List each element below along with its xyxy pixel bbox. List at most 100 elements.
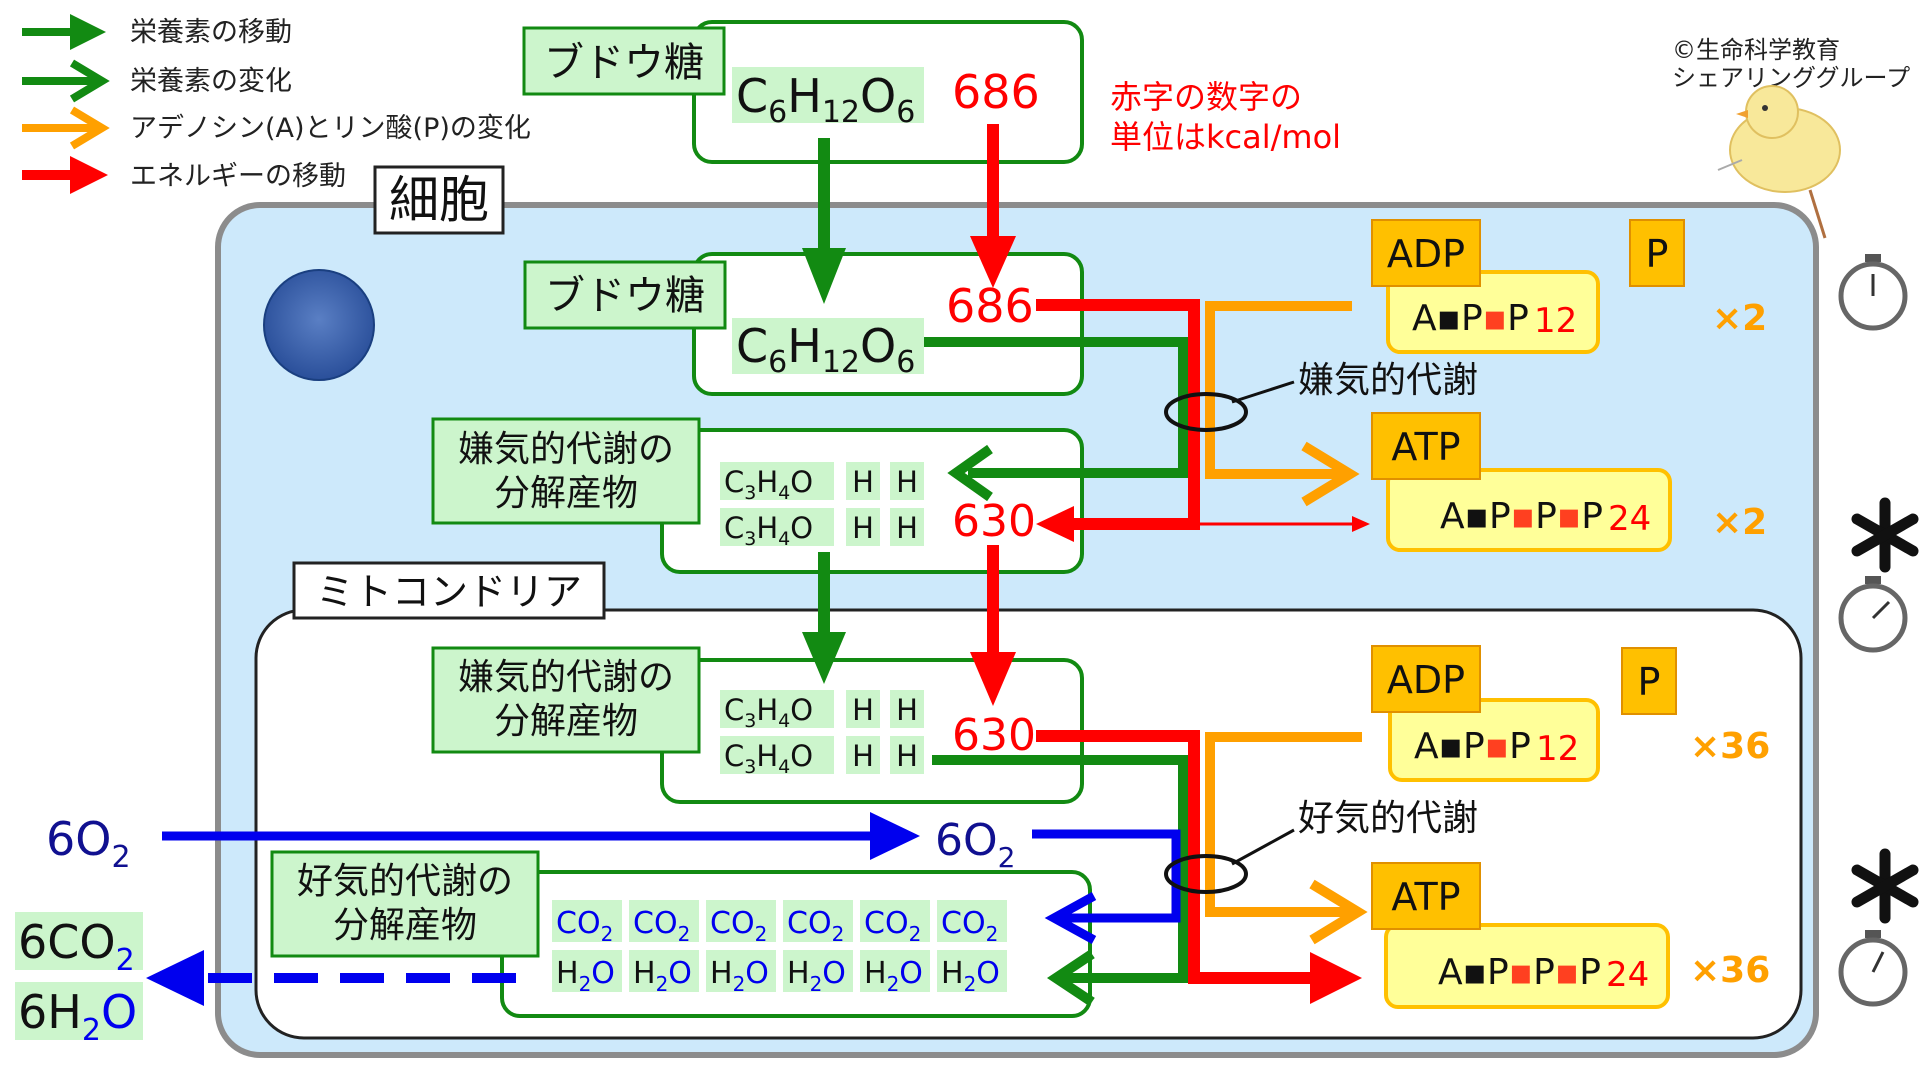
oxygen-inside-label: 6O2 (935, 815, 1015, 874)
nucleus (263, 269, 375, 381)
co2-molecule-bg (783, 900, 853, 942)
aerobic-flow-arrowhead-icon (1046, 949, 1095, 1007)
phosphate-box-anaerobic: P (1629, 219, 1685, 287)
ring-icon (1164, 854, 1248, 894)
atp-box-aerobic: ATP A▪P▪P▪P 24 (1371, 862, 1670, 1009)
h2o-output: 6H2O (15, 982, 143, 1048)
co2-molecule-bg (706, 900, 776, 942)
svg-text:ブドウ糖: ブドウ糖 (545, 273, 705, 319)
copyright-line2: シェアリンググループ (1672, 64, 1910, 92)
adp-atp-arrowhead-icon-2 (1309, 879, 1368, 945)
svg-text:12: 12 (1534, 301, 1577, 341)
waste-out-arrowhead-icon (146, 950, 204, 1006)
adp-box-aerobic: ADP A▪P▪P 12 (1371, 645, 1600, 782)
atp-change-arrow-icon (69, 106, 110, 150)
svg-text:細胞: 細胞 (389, 171, 489, 229)
energy-mito-arrow-shaft (987, 545, 999, 655)
h2o-molecule-bg (552, 950, 622, 992)
svg-text:A▪P▪P▪P: A▪P▪P▪P (1438, 952, 1601, 993)
asterisk-icon (1851, 497, 1919, 573)
svg-text:ミトコンドリア: ミトコンドリア (316, 570, 582, 614)
svg-text:H: H (852, 465, 874, 499)
adp-atp-arrowhead-icon-1 (1301, 441, 1360, 507)
svg-text:P: P (1638, 660, 1661, 704)
oxygen-to-products-line (1032, 829, 1181, 923)
asterisk-icon (1851, 848, 1919, 924)
adp-atp-flow-line-2 (1205, 732, 1362, 917)
legend-item-nutrient-move: 栄養素の移動 (22, 14, 292, 50)
glucose-energy-inside: 686 (946, 279, 1034, 333)
svg-text:H: H (896, 465, 918, 499)
co2-molecule-bg (552, 900, 622, 942)
anaerobic-energy-1: 630 (952, 496, 1036, 547)
glucose-entry-arrow-shaft (818, 138, 830, 248)
co2-molecule: CO2 (787, 906, 844, 946)
phosphate-box-aerobic: P (1621, 647, 1677, 715)
aerobic-process-label: 好気的代謝 (1298, 798, 1478, 839)
svg-text:好気的代謝の: 好気的代謝の (297, 861, 513, 902)
anaerobic-products-label-1: 嫌気的代謝の 分解産物 (431, 417, 701, 525)
aerobic-flow-line (932, 755, 1188, 983)
svg-text:C3H4O: C3H4O (724, 465, 813, 504)
h2o-molecule-bg (706, 950, 776, 992)
orange-flow (1205, 301, 1368, 945)
atp-multiplier-aerobic: ×36 (1690, 950, 1770, 991)
oxygen-in-arrowhead-icon (870, 812, 920, 860)
h2o-molecule-bg (860, 950, 930, 992)
energy-entry-arrowhead-icon (970, 236, 1016, 288)
legend-item-energy-move: エネルギーの移動 (22, 156, 346, 194)
c3h4o-row-1b: C3H4O H H (720, 508, 924, 550)
energy-anaerobic-line (1036, 299, 1200, 530)
svg-text:H: H (852, 739, 874, 773)
units-note-line1: 赤字の数字の (1110, 78, 1302, 116)
legend-arrow-shaft (22, 28, 77, 36)
glucose-formula-bg (732, 67, 924, 123)
svg-text:A▪P▪P: A▪P▪P (1414, 726, 1531, 767)
legend-label: アデノシン(A)とリン酸(P)の変化 (130, 113, 531, 144)
stopwatch-icon (1838, 576, 1908, 653)
oxygen-to-products-arrowhead-icon (1044, 892, 1097, 944)
glycolysis-flow-line (924, 337, 1188, 478)
co2-molecule-bg (629, 900, 699, 942)
svg-text:分解産物: 分解産物 (494, 473, 638, 514)
anaerobic-products-label-2: 嫌気的代謝の 分解産物 (431, 646, 701, 754)
legend-arrow-shaft (22, 170, 77, 180)
svg-text:24: 24 (1608, 499, 1651, 539)
energy-to-atp-arrowhead-icon-1 (1352, 516, 1370, 532)
anaerobic-process: 嫌気的代謝 (1164, 360, 1478, 432)
legend: 栄養素の移動 栄養素の変化 アデノシン(A)とリン酸(P)の変化 エネルギーの移… (22, 14, 531, 194)
svg-text:12: 12 (1536, 729, 1579, 769)
svg-text:6H2O: 6H2O (18, 985, 137, 1048)
mitochondria-label: ミトコンドリア (292, 561, 606, 620)
chick-mascot-icon (1717, 85, 1841, 239)
svg-text:24: 24 (1606, 955, 1649, 995)
svg-text:ADP: ADP (1387, 232, 1465, 276)
svg-text:嫌気的代謝の: 嫌気的代謝の (458, 429, 674, 470)
nutrient-move-arrow-icon (70, 14, 106, 50)
svg-text:ATP: ATP (1391, 875, 1460, 919)
energy-aerobic-arrowhead-icon (1310, 952, 1362, 1004)
glucose-formula-bg (732, 318, 924, 374)
glucose-energy-outside: 686 (952, 65, 1040, 119)
aerobic-products-label: 好気的代謝の 分解産物 (270, 850, 540, 958)
co2-output: 6CO2 (15, 912, 143, 978)
oxygen-outside-label: 6O2 (46, 812, 131, 875)
adp-box-anaerobic: ADP A▪P▪P 12 (1371, 219, 1600, 354)
svg-text:H: H (852, 511, 874, 545)
svg-text:C3H4O: C3H4O (724, 693, 813, 732)
legend-label: 栄養素の移動 (130, 17, 292, 48)
energy-entry-arrow-shaft (987, 124, 999, 240)
h2o-molecule: H2O (633, 956, 692, 996)
adp-atp-flow-line-1 (1205, 301, 1352, 479)
c3h4o-row-1a: C3H4O H H (720, 462, 924, 504)
svg-text:ブドウ糖: ブドウ糖 (544, 40, 704, 86)
stopwatch-icon (1838, 254, 1908, 331)
legend-label: エネルギーの移動 (130, 161, 346, 192)
adp-multiplier-anaerobic: ×2 (1712, 298, 1767, 339)
anaerobic-process-label: 嫌気的代謝 (1298, 360, 1478, 401)
ring-icon (1164, 392, 1248, 432)
blue-flow (146, 812, 1181, 1006)
energy-anaerobic-arrowhead-icon (1036, 506, 1074, 542)
svg-text:P: P (1646, 232, 1669, 276)
